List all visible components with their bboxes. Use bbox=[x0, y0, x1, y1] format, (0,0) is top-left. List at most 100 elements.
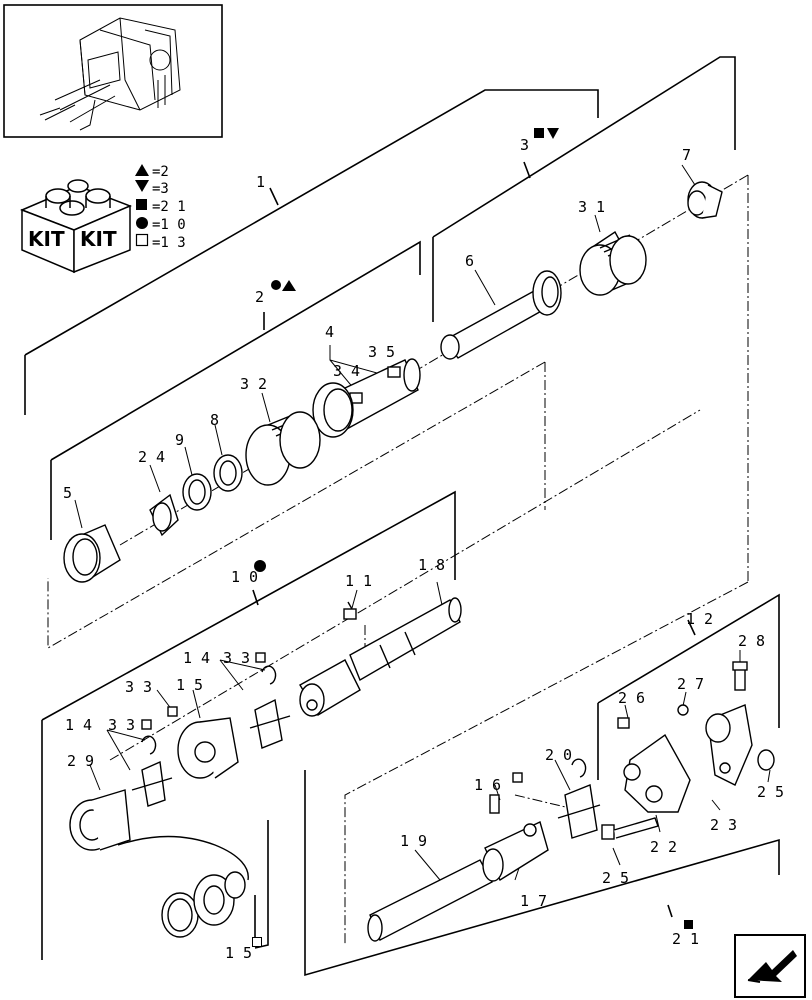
part-17-yoke bbox=[482, 821, 549, 882]
callout-17: 1 7 bbox=[520, 892, 547, 910]
callout-23: 2 3 bbox=[710, 816, 737, 834]
axis-lines bbox=[47, 174, 749, 945]
part-24-clip bbox=[149, 493, 179, 537]
square-open-icon bbox=[135, 233, 149, 247]
callout-27: 2 7 bbox=[677, 675, 704, 693]
callout-4: 4 bbox=[325, 323, 334, 341]
callout-7: 7 bbox=[682, 146, 691, 164]
part-29-yoke bbox=[69, 789, 131, 851]
part-16-pin bbox=[489, 794, 500, 814]
legend-text-4: =1 0 bbox=[152, 217, 186, 233]
callout-11: 1 1 bbox=[345, 572, 372, 590]
callout-6: 6 bbox=[465, 252, 474, 270]
part-28-pin bbox=[732, 661, 748, 691]
bracket-15 bbox=[254, 820, 269, 949]
machine-thumbnail-icon bbox=[39, 17, 181, 131]
part-fitting-16 bbox=[512, 772, 523, 783]
part-22-bracket bbox=[623, 733, 691, 813]
triangle-up-icon bbox=[135, 164, 149, 176]
part-33-fittings bbox=[141, 652, 266, 730]
triangle-up-icon bbox=[282, 280, 296, 291]
callout-15-upper: 1 5 bbox=[176, 676, 203, 694]
kit-label-left: KIT bbox=[28, 227, 65, 251]
machine-thumbnail[interactable] bbox=[3, 4, 223, 138]
part-cross-upper bbox=[249, 698, 291, 749]
callout-labels: 1 3 2 7 3 1 6 4 3 5 3 4 3 2 8 9 2 4 5 1 … bbox=[63, 136, 784, 962]
part-8-washer bbox=[213, 454, 243, 492]
part-6-tube bbox=[440, 270, 562, 360]
callout-32: 3 2 bbox=[240, 375, 267, 393]
callout-26: 2 6 bbox=[618, 689, 645, 707]
triangle-down-icon bbox=[135, 180, 149, 192]
callout-8: 8 bbox=[210, 411, 219, 429]
part-25-nut bbox=[757, 749, 775, 771]
callout-19: 1 9 bbox=[400, 832, 427, 850]
callout-14-upper: 1 4 bbox=[183, 649, 210, 667]
part-18-shaft bbox=[299, 597, 462, 717]
bracket-21 bbox=[304, 770, 780, 977]
part-27-ball bbox=[677, 704, 689, 716]
bracket-12 bbox=[597, 593, 780, 780]
part-20-cross bbox=[557, 784, 601, 839]
callout-33-upper: 3 3 bbox=[223, 649, 250, 667]
callout-29: 2 9 bbox=[67, 752, 94, 770]
callout-21: 2 1 bbox=[672, 930, 699, 948]
legend-text-3: =2 1 bbox=[152, 199, 186, 215]
part-25-bolt bbox=[601, 817, 659, 840]
callout-12: 1 2 bbox=[686, 610, 713, 628]
part-9-washer bbox=[182, 473, 212, 511]
kit-box-icon bbox=[20, 179, 132, 274]
part-32-bellows bbox=[245, 411, 321, 486]
callout-2: 2 bbox=[255, 288, 264, 306]
kit-markers bbox=[252, 128, 693, 947]
legend: =2 =3 =2 1 =1 0 =1 3 bbox=[135, 164, 186, 251]
callout-33-mid: 3 3 bbox=[125, 678, 152, 696]
callout-15-lower: 1 5 bbox=[225, 944, 252, 962]
circle-filled-icon bbox=[136, 217, 148, 229]
part-31-bellows bbox=[579, 230, 647, 296]
callout-20: 2 0 bbox=[545, 746, 572, 764]
circle-filled-icon bbox=[254, 560, 266, 572]
part-cross-lower bbox=[131, 760, 173, 807]
part-26-fitting bbox=[617, 717, 630, 729]
part-5-cup bbox=[63, 524, 121, 583]
legend-text-5: =1 3 bbox=[152, 235, 186, 251]
part-34-35-shield bbox=[312, 358, 421, 438]
part-7-ring bbox=[687, 181, 723, 219]
callout-5: 5 bbox=[63, 484, 72, 502]
parts bbox=[63, 181, 775, 942]
callout-25-right: 2 5 bbox=[757, 783, 784, 801]
group-brackets bbox=[24, 56, 780, 977]
callout-16: 1 6 bbox=[474, 776, 501, 794]
callout-10: 1 0 bbox=[231, 568, 258, 586]
callout-14-lower: 1 4 bbox=[65, 716, 92, 734]
part-11-bolt bbox=[343, 601, 357, 620]
callout-3: 3 bbox=[520, 136, 529, 154]
nav-arrow-button[interactable] bbox=[734, 934, 806, 998]
callout-18: 1 8 bbox=[418, 556, 445, 574]
square-filled-icon bbox=[684, 920, 693, 929]
callout-33-lower: 3 3 bbox=[108, 716, 135, 734]
callout-25-left: 2 5 bbox=[602, 869, 629, 887]
part-23-housing bbox=[705, 704, 753, 786]
kit-label-right: KIT bbox=[80, 227, 117, 251]
square-filled-icon bbox=[534, 128, 544, 138]
part-15-coupling bbox=[177, 717, 239, 779]
part-19-shaft bbox=[367, 859, 493, 942]
part-15-detail bbox=[161, 871, 246, 938]
inset-callout-curve bbox=[117, 835, 249, 881]
callout-24: 2 4 bbox=[138, 448, 165, 466]
legend-text-1: =2 bbox=[152, 164, 169, 180]
callout-34: 3 4 bbox=[333, 362, 360, 380]
bracket-10 bbox=[41, 490, 456, 960]
legend-text-2: =3 bbox=[152, 181, 169, 197]
bracket-1 bbox=[24, 89, 599, 415]
square-open-icon bbox=[252, 937, 262, 947]
callout-28: 2 8 bbox=[738, 632, 765, 650]
callout-22: 2 2 bbox=[650, 838, 677, 856]
bracket-3 bbox=[432, 56, 736, 322]
part-14-circlips bbox=[141, 665, 587, 778]
arrow-nav-icon bbox=[748, 950, 797, 982]
square-filled-icon bbox=[136, 199, 147, 210]
